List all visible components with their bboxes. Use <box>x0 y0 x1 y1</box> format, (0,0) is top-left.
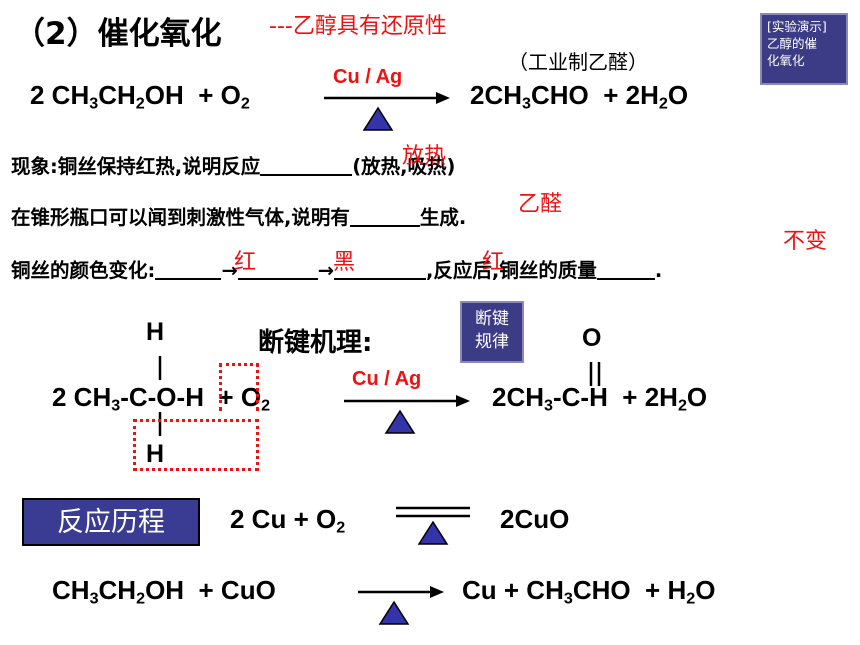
answer-color-3: 红 <box>482 250 505 275</box>
answer-heat: 放热 <box>402 144 447 169</box>
experiment-demo-button[interactable]: [实验演示] 乙醇的催 化氧化 <box>760 13 848 85</box>
broken-bond-highlight-oh <box>219 363 259 411</box>
eq1-catalyst: Cu / Ag <box>333 66 403 88</box>
blank-color-3 <box>334 258 426 280</box>
aldehyde-oxygen: O <box>582 324 602 352</box>
eq3-reactants: CH3CH2OH + CuO <box>52 575 276 608</box>
answer-mass: 不变 <box>783 229 828 254</box>
eq3-arrow <box>358 586 444 625</box>
bond-rule-line-1: 断键 <box>475 309 509 329</box>
eq1-arrow <box>324 92 450 131</box>
heat-triangle-icon <box>362 106 394 131</box>
ethanol-formula: 2 CH3-C-O-H + O2 <box>52 382 271 415</box>
mechanism-label: 断键机理: <box>258 328 373 358</box>
blank-heat <box>260 154 353 176</box>
broken-bond-highlight-ch <box>133 419 259 471</box>
answer-color-1: 红 <box>234 250 257 275</box>
eq2-catalyst: Cu / Ag <box>352 368 422 390</box>
mechanism-products: 2CH3-C-H + 2H2O <box>492 382 708 415</box>
demo-line-2: 乙醇的催 <box>767 36 818 51</box>
reaction-process-label: 反应历程 <box>22 498 200 546</box>
process-eq-right: 2CuO <box>500 504 570 534</box>
title-note: ---乙醇具有还原性 <box>269 14 447 39</box>
blank-color-2 <box>237 258 318 280</box>
demo-line-3: 化氧化 <box>767 53 805 68</box>
industry-note: （工业制乙醛） <box>508 50 648 74</box>
mechanism-arrow <box>344 395 470 434</box>
answer-color-2: 黑 <box>333 250 356 275</box>
demo-line-1: [实验演示] <box>767 19 827 34</box>
heat-triangle-icon <box>378 600 410 625</box>
answer-aldehyde: 乙醛 <box>518 192 563 217</box>
eq1-products: 2CH3CHO + 2H2O <box>470 80 689 113</box>
observation-line-2: 在锥形瓶口可以闻到刺激性气体,说明有生成. <box>11 205 467 229</box>
blank-color-1 <box>155 258 222 280</box>
blank-aldehyde <box>349 205 420 227</box>
ethanol-top-h: H <box>146 318 165 346</box>
observation-line-3: 铜丝的颜色变化:→→,反应后,铜丝的质量. <box>11 258 663 282</box>
observation-line-1: 现象:铜丝保持红热,说明反应(放热,吸热) <box>11 154 456 178</box>
aldehyde-double-bond <box>589 362 601 386</box>
eq1-reactants: 2 CH3CH2OH + O2 <box>30 80 250 113</box>
section-title: （2）催化氧化 <box>14 16 222 52</box>
process-eq-left: 2 Cu + O2 <box>230 504 346 537</box>
heat-triangle-icon <box>417 520 449 545</box>
bond-rule-button[interactable]: 断键 规律 <box>460 301 524 363</box>
ethanol-bottom-h: H <box>146 440 165 468</box>
ethanol-c-bonds <box>158 356 162 436</box>
equilibrium-sign <box>396 506 470 545</box>
bond-rule-line-2: 规律 <box>475 332 509 352</box>
blank-mass <box>596 258 655 280</box>
eq3-products: Cu + CH3CHO + H2O <box>462 575 716 608</box>
heat-triangle-icon <box>384 409 416 434</box>
